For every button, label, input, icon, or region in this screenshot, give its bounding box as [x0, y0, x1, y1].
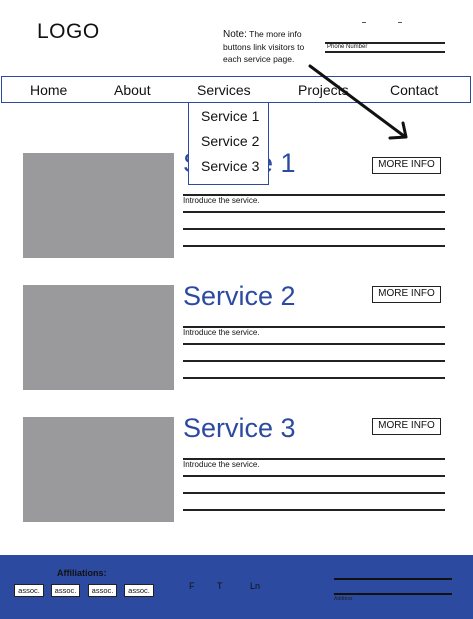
header-mark — [362, 22, 366, 23]
phone-number[interactable]: Phone Number — [327, 44, 368, 50]
note-text: The more info buttons link visitors to e… — [223, 29, 305, 64]
dropdown-item-service-3[interactable]: Service 3 — [201, 158, 260, 174]
footer-line — [334, 578, 452, 580]
service-2-title: Service 2 — [183, 281, 296, 311]
service-3-image — [23, 417, 174, 522]
text-line — [183, 360, 445, 362]
text-line — [183, 509, 445, 511]
service-3-more-info-button[interactable]: MORE INFO — [372, 418, 441, 435]
twitter-icon[interactable]: T — [217, 581, 223, 591]
footer-line — [334, 593, 452, 595]
assoc-badge[interactable]: assoc. — [14, 584, 44, 597]
header-mark — [398, 22, 402, 23]
nav-home[interactable]: Home — [30, 82, 68, 98]
nav-contact[interactable]: Contact — [390, 82, 439, 98]
assoc-badge[interactable]: assoc. — [51, 584, 80, 597]
header-divider — [325, 51, 445, 53]
services-dropdown: Service 1 Service 2 Service 3 — [188, 102, 269, 185]
facebook-icon[interactable]: F — [189, 581, 195, 591]
note-label: Note: — [223, 29, 247, 40]
annotation-arrow-icon — [308, 64, 408, 140]
text-line — [183, 228, 445, 230]
text-line — [183, 343, 445, 345]
nav-about[interactable]: About — [114, 82, 151, 98]
logo[interactable]: LOGO — [37, 20, 100, 43]
header-divider — [325, 42, 445, 44]
service-2-more-info-button[interactable]: MORE INFO — [372, 286, 441, 303]
service-1-intro: Introduce the service. — [183, 196, 260, 205]
affiliations-label: Affiliations: — [57, 568, 107, 578]
annotation-note: Note: The more info buttons link visitor… — [223, 28, 323, 65]
linkedin-icon[interactable]: Ln — [250, 581, 261, 591]
nav-services[interactable]: Services — [197, 82, 251, 98]
text-line — [183, 326, 445, 328]
text-line — [183, 245, 445, 247]
service-2-image — [23, 285, 174, 390]
assoc-badge[interactable]: assoc. — [124, 584, 154, 597]
assoc-badge[interactable]: assoc. — [88, 584, 117, 597]
service-1-image — [23, 153, 174, 258]
text-line — [183, 211, 445, 213]
service-1-more-info-button[interactable]: MORE INFO — [372, 157, 441, 174]
text-line — [183, 475, 445, 477]
service-3-intro: Introduce the service. — [183, 460, 260, 469]
text-line — [183, 458, 445, 460]
dropdown-item-service-2[interactable]: Service 2 — [201, 133, 260, 149]
dropdown-item-service-1[interactable]: Service 1 — [201, 108, 260, 124]
text-line — [183, 194, 445, 196]
service-3-title: Service 3 — [183, 413, 296, 443]
text-line — [183, 377, 445, 379]
service-2-intro: Introduce the service. — [183, 328, 260, 337]
footer-address-label: Address — [334, 596, 353, 602]
text-line — [183, 492, 445, 494]
